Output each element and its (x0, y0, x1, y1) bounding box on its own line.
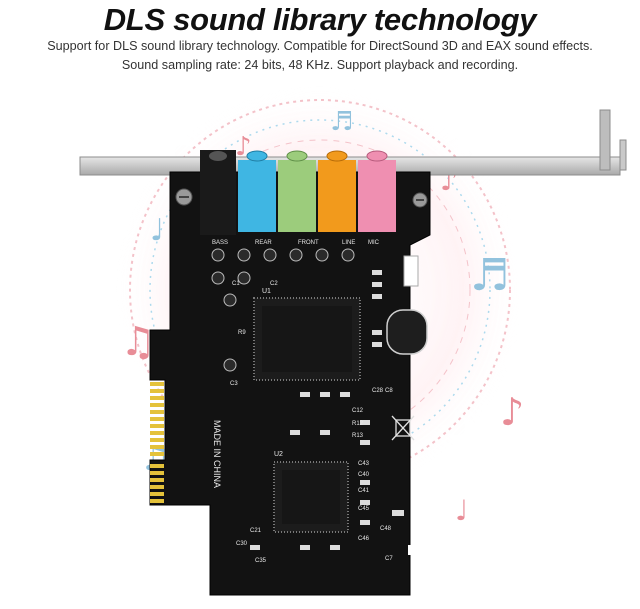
component-labels: R9 C1 C2 C3 C8 C12 C21 C30 C35 C40 C41 C… (230, 281, 393, 564)
product-photo: ♫ ♬ ♪ ♩ ♫ ♪ ♬ ♪ ♩ BASS RE (0, 80, 640, 609)
pcie-gold-fingers (150, 382, 164, 503)
component-label: C40 (358, 472, 370, 478)
port-labels: BASS REAR FRONT LINE MIC (212, 240, 380, 246)
svg-text:♬: ♬ (470, 250, 509, 301)
secondary-chip: U2 (273, 451, 349, 533)
description-line-2: Sound sampling rate: 24 bits, 48 KHz. Su… (121, 58, 519, 72)
component-label: R13 (352, 433, 364, 439)
description-line-1: Support for DLS sound library technology… (47, 39, 593, 53)
headline: DLS sound library technology (103, 2, 537, 37)
made-in-label-group: MADE IN CHINA (212, 420, 222, 488)
svg-text:♬: ♬ (330, 107, 353, 137)
component-label: C43 (358, 461, 370, 467)
component-label: C30 (236, 541, 248, 547)
chip-secondary-label: U2 (274, 451, 283, 458)
component-label: C41 (358, 488, 370, 494)
component-label: C48 (380, 526, 392, 532)
component-label: C46 (358, 536, 370, 542)
svg-text:♩: ♩ (150, 213, 164, 248)
weee-bin-icon (391, 415, 415, 441)
port-label-mic: MIC (368, 240, 380, 246)
main-chip: U1 (253, 288, 361, 381)
port-label-line: LINE (342, 240, 355, 246)
component-label: C12 (352, 408, 364, 414)
sound-card-illustration: ♫ ♬ ♪ ♩ ♫ ♪ ♬ ♪ ♩ BASS RE (79, 85, 627, 596)
port-label-rear: REAR (255, 240, 272, 246)
port-label-front: FRONT (298, 240, 319, 246)
svg-text:♪: ♪ (500, 390, 524, 434)
chip-main-label: U1 (262, 288, 271, 295)
audio-jacks (200, 150, 396, 235)
svg-text:♩: ♩ (455, 494, 468, 527)
component-label: C7 (385, 556, 393, 562)
port-label-bass: BASS (212, 240, 228, 246)
component-label: C2 (270, 281, 278, 287)
smd-components (250, 255, 419, 555)
component-label: C28 (372, 388, 384, 394)
made-in-label: MADE IN CHINA (212, 420, 222, 488)
component-label: C35 (255, 558, 267, 564)
component-label: R9 (238, 330, 246, 336)
crystal-oscillator (386, 309, 428, 355)
component-label: C1 (232, 281, 240, 287)
description: Support for DLS sound library technology… (0, 37, 640, 75)
component-label: C8 (385, 388, 393, 394)
capacitors (211, 248, 355, 372)
component-label: C45 (358, 506, 370, 512)
component-label: C21 (250, 528, 262, 534)
component-label: R12 (352, 421, 364, 427)
component-label: C3 (230, 381, 238, 387)
